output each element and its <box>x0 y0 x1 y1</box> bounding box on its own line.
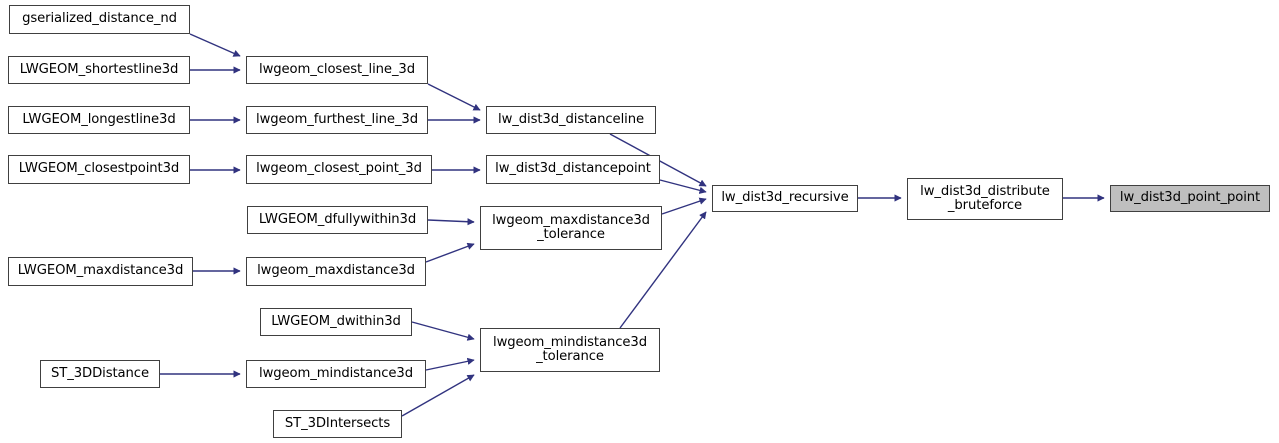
node-lwgeom_closest_point_3d[interactable]: lwgeom_closest_point_3d <box>246 155 432 184</box>
edge-lwgeom_mindistance3d-to-lwgeom_mindistance3d_tolerance <box>425 357 475 371</box>
edge-LWGEOM_dfullywithin3d-to-lwgeom_maxdistance3d_tolerance <box>427 218 475 226</box>
node-lw_dist3d_recursive[interactable]: lw_dist3d_recursive <box>712 185 858 212</box>
node-lwgeom_closest_line_3d[interactable]: lwgeom_closest_line_3d <box>246 56 428 84</box>
node-label: LWGEOM_longestline3d <box>22 111 176 127</box>
node-label: lwgeom_furthest_line_3d <box>256 111 418 127</box>
node-lwgeom_furthest_line_3d[interactable]: lwgeom_furthest_line_3d <box>246 106 428 134</box>
node-label: lwgeom_closest_line_3d <box>259 61 415 77</box>
node-LWGEOM_dfullywithin3d[interactable]: LWGEOM_dfullywithin3d <box>247 206 428 234</box>
node-label: LWGEOM_dwithin3d <box>271 313 401 329</box>
edge-lwgeom_closest_line_3d-to-lw_dist3d_distanceline <box>427 83 481 111</box>
node-label: lw_dist3d_distancepoint <box>495 161 651 177</box>
node-label: lw_dist3d_distribute _bruteforce <box>920 183 1050 213</box>
node-label: lw_dist3d_recursive <box>721 190 849 206</box>
node-label: ST_3DIntersects <box>284 415 391 431</box>
node-label: lwgeom_mindistance3d _tolerance <box>493 334 647 364</box>
node-label: LWGEOM_dfullywithin3d <box>258 211 417 227</box>
node-label: lwgeom_maxdistance3d <box>257 263 415 279</box>
node-lwgeom_mindistance3d[interactable]: lwgeom_mindistance3d <box>246 360 426 388</box>
node-lw_dist3d_distribute_bruteforce[interactable]: lw_dist3d_distribute _bruteforce <box>907 178 1063 220</box>
node-label: lwgeom_mindistance3d <box>259 365 413 381</box>
node-gserialized_distance_nd[interactable]: gserialized_distance_nd <box>9 5 190 34</box>
edge-lwgeom_maxdistance3d-to-lwgeom_maxdistance3d_tolerance <box>425 242 475 263</box>
node-ST_3DIntersects[interactable]: ST_3DIntersects <box>273 410 402 438</box>
node-LWGEOM_longestline3d[interactable]: LWGEOM_longestline3d <box>8 106 190 134</box>
node-label: gserialized_distance_nd <box>22 11 177 27</box>
node-lwgeom_maxdistance3d_tolerance[interactable]: lwgeom_maxdistance3d _tolerance <box>480 206 662 250</box>
node-LWGEOM_maxdistance3d[interactable]: LWGEOM_maxdistance3d <box>8 257 193 286</box>
node-label: LWGEOM_maxdistance3d <box>17 263 184 279</box>
node-LWGEOM_shortestline3d[interactable]: LWGEOM_shortestline3d <box>8 56 190 84</box>
edge-LWGEOM_dwithin3d-to-lwgeom_mindistance3d_tolerance <box>411 321 475 341</box>
node-LWGEOM_closestpoint3d[interactable]: LWGEOM_closestpoint3d <box>8 155 190 184</box>
node-label: lwgeom_closest_point_3d <box>256 161 422 177</box>
node-label: lw_dist3d_distanceline <box>498 111 644 127</box>
node-lwgeom_maxdistance3d[interactable]: lwgeom_maxdistance3d <box>246 257 426 286</box>
node-label: lw_dist3d_point_point <box>1119 190 1261 206</box>
edge-gserialized_distance_nd-to-lwgeom_closest_line_3d <box>189 33 241 57</box>
edge-lwgeom_maxdistance3d_tolerance-to-lw_dist3d_recursive <box>661 197 707 215</box>
node-lw_dist3d_distancepoint[interactable]: lw_dist3d_distancepoint <box>486 155 660 184</box>
node-label: lwgeom_maxdistance3d _tolerance <box>492 212 650 242</box>
node-lwgeom_mindistance3d_tolerance[interactable]: lwgeom_mindistance3d _tolerance <box>480 328 660 372</box>
edge-lw_dist3d_distancepoint-to-lw_dist3d_recursive <box>659 179 707 194</box>
node-ST_3DDistance[interactable]: ST_3DDistance <box>40 360 160 388</box>
node-label: LWGEOM_shortestline3d <box>19 61 179 77</box>
node-label: ST_3DDistance <box>51 365 149 381</box>
node-LWGEOM_dwithin3d[interactable]: LWGEOM_dwithin3d <box>260 308 412 336</box>
node-lw_dist3d_point_point[interactable]: lw_dist3d_point_point <box>1110 185 1270 212</box>
node-label: LWGEOM_closestpoint3d <box>18 161 180 177</box>
node-lw_dist3d_distanceline[interactable]: lw_dist3d_distanceline <box>486 106 656 134</box>
